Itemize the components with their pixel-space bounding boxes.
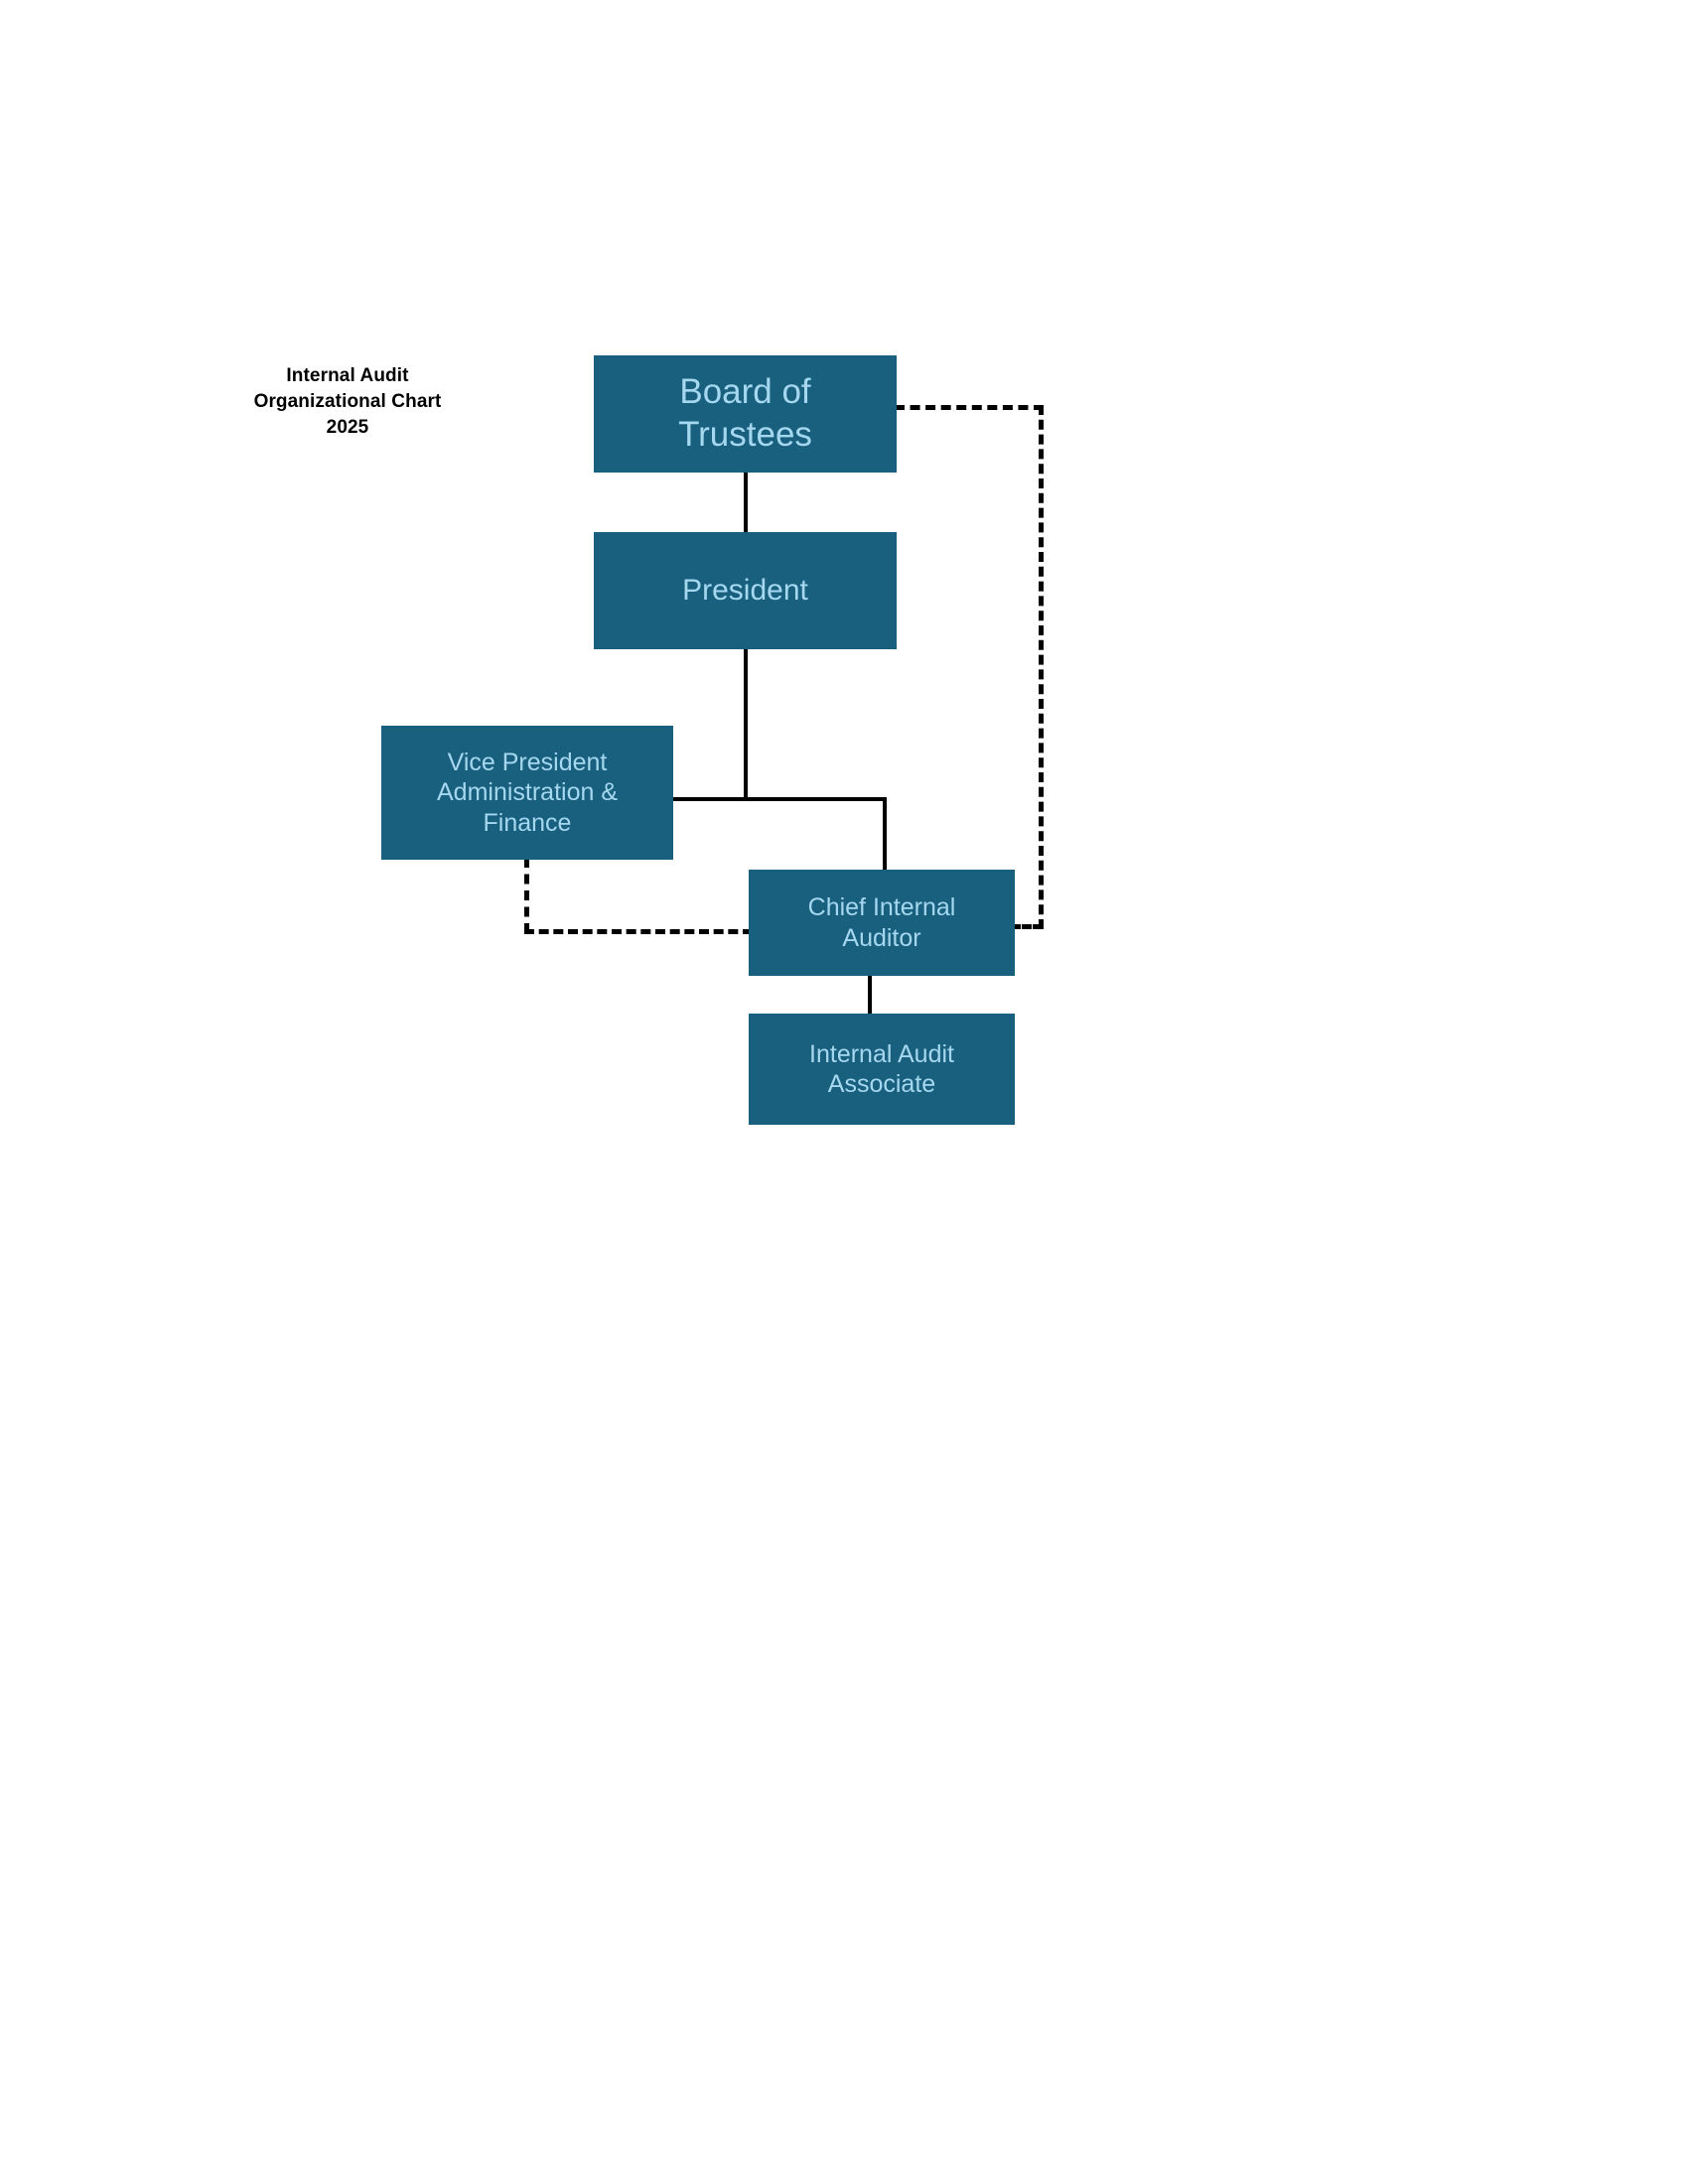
node-vice-president-line-1: Vice President — [447, 748, 608, 776]
node-internal-audit-associate[interactable]: Internal Audit Associate — [749, 1014, 1015, 1125]
dashed-connector-board-segment-horizontal — [895, 405, 1044, 410]
connector-president-trunk — [744, 649, 748, 801]
connector-bus-to-chief-internal-auditor — [744, 797, 887, 801]
node-chief-internal-auditor-label: Chief Internal Auditor — [759, 892, 1005, 953]
node-board-of-trustees-line-1: Board of — [679, 372, 811, 412]
chart-title-line-1: Internal Audit — [286, 365, 409, 386]
node-board-of-trustees-line-2: Trustees — [678, 415, 812, 454]
dashed-connector-vice-president-to-chief-internal-auditor — [524, 929, 753, 934]
node-vice-president-line-3: Finance — [483, 808, 572, 837]
dashed-connector-vice-president-segment-vertical — [524, 858, 529, 933]
node-board-of-trustees-label: Board of Trustees — [604, 371, 887, 456]
connector-bus-to-vice-president — [673, 797, 746, 801]
node-chief-internal-auditor-line-2: Auditor — [842, 923, 921, 952]
node-internal-audit-associate-label: Internal Audit Associate — [759, 1039, 1005, 1100]
node-president[interactable]: President — [594, 532, 897, 649]
node-vice-president-label: Vice President Administration & Finance — [391, 748, 663, 839]
dashed-connector-board-to-chief-internal-auditor — [1011, 924, 1043, 929]
node-vice-president-administration-finance[interactable]: Vice President Administration & Finance — [381, 726, 673, 860]
node-president-label: President — [682, 573, 808, 607]
node-internal-audit-associate-line-1: Internal Audit — [809, 1039, 954, 1068]
node-vice-president-line-2: Administration & — [436, 778, 619, 807]
chart-title-line-3: 2025 — [326, 417, 369, 439]
connector-board-to-president — [744, 473, 748, 532]
chart-title: Internal Audit Organizational Chart 2025 — [223, 363, 472, 442]
chart-title-line-2: Organizational Chart — [253, 391, 442, 413]
node-board-of-trustees[interactable]: Board of Trustees — [594, 355, 897, 473]
dashed-connector-board-segment-vertical — [1039, 405, 1044, 929]
connector-drop-to-chief-internal-auditor — [883, 797, 887, 872]
node-chief-internal-auditor[interactable]: Chief Internal Auditor — [749, 870, 1015, 976]
node-internal-audit-associate-line-2: Associate — [827, 1070, 936, 1098]
connector-chief-internal-auditor-to-associate — [868, 976, 872, 1016]
node-chief-internal-auditor-line-1: Chief Internal — [807, 893, 956, 921]
